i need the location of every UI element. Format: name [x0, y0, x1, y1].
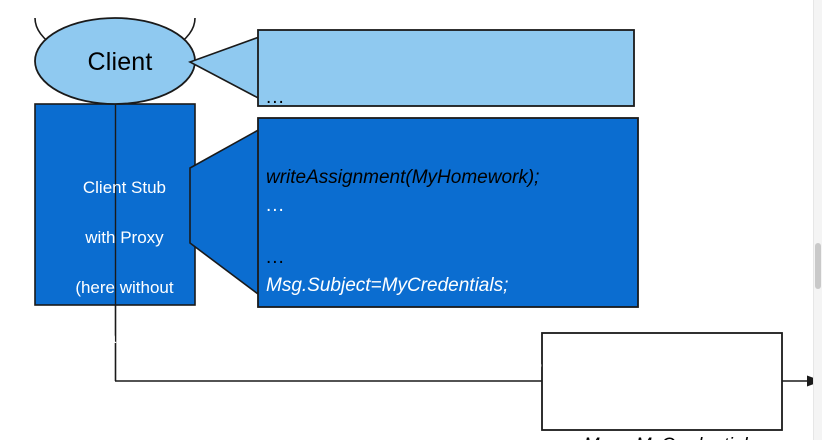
- scrollbar-track[interactable]: [813, 0, 822, 440]
- stub-code-line-1: ...: [266, 195, 285, 216]
- stub-code-line-4: Msg.Params= MyHomework;: [266, 436, 579, 440]
- message-box-text: Msg:MyCredentials writeAssignment_Id MyH…: [552, 341, 801, 440]
- client-stub-label: Client Stub with Proxy (here without PEP…: [33, 150, 197, 375]
- message-box-body: [541, 332, 783, 431]
- client-stub-label-line-2: with Proxy: [85, 228, 164, 247]
- app-code-callout-text: ... writeAssignment(MyHomework); ...: [266, 33, 539, 323]
- client-stub-cylinder[interactable]: [34, 17, 196, 306]
- message-box-value-1: MyCredentials: [636, 431, 757, 440]
- app-code-line-3: ...: [266, 247, 285, 268]
- app-code-line-1: ...: [266, 87, 285, 108]
- app-code-line-2: writeAssignment(MyHomework);: [266, 167, 540, 188]
- stub-code-line-3: Msg.Method_Id=writeAssignment_Id;: [266, 357, 580, 378]
- stub-code-callout-tail: [189, 126, 263, 299]
- client-node-label: Client: [87, 48, 153, 76]
- stub-code-line-2: Msg.Subject=MyCredentials;: [266, 275, 509, 296]
- stub-code-callout-text: ... Msg.Subject=MyCredentials; Msg.Metho…: [266, 140, 579, 440]
- client-stub-label-line-1: Client Stub: [82, 178, 167, 197]
- client-stub-label-line-4: PEP and PDP): [68, 328, 181, 347]
- app-code-callout-body: [257, 29, 635, 107]
- stub-code-callout-body: [257, 117, 639, 308]
- scrollbar-thumb[interactable]: [815, 243, 821, 289]
- client-stub-label-line-3: (here without: [75, 278, 174, 297]
- message-box-row-1: Msg:MyCredentials: [552, 401, 801, 440]
- app-code-callout[interactable]: [188, 29, 635, 107]
- message-box[interactable]: [541, 332, 783, 431]
- message-box-key: Msg:: [584, 431, 636, 440]
- stub-code-callout[interactable]: [189, 117, 639, 308]
